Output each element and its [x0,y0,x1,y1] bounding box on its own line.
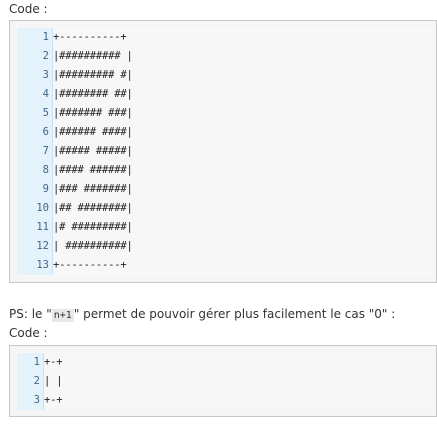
line-number: 6 [42,126,49,138]
line-number-gutter: 1 2 3 [17,353,44,410]
line-number: 11 [36,221,49,233]
line-number: 2 [33,375,40,387]
line-number: 3 [42,69,49,81]
line-number: 4 [42,88,49,100]
code-area-1[interactable] [16,27,436,276]
code-line: |### #######| [53,183,133,195]
code-line: +----------+ [53,31,127,43]
code-line: |######## ##| [53,88,133,100]
code-line: |## ########| [53,202,133,214]
ps-suffix: " permet de pouvoir gérer plus facilemen… [73,307,396,321]
ps-note: PS: le "n+1" permet de pouvoir gérer plu… [9,307,395,323]
code-line: | ##########| [53,240,133,252]
code-line: |########## | [53,50,133,62]
inline-code: n+1 [51,309,74,322]
code-line: | | [44,375,63,387]
line-number: 7 [42,145,49,157]
code-line: +-+ [44,356,63,368]
line-number: 13 [36,259,49,271]
line-number: 1 [33,356,40,368]
code-line: +----------+ [53,259,127,271]
code-line: +-+ [44,394,63,406]
line-number: 10 [36,202,49,214]
code-line: |#### ######| [53,164,133,176]
code-line: |######### #| [53,69,133,81]
code-area-2[interactable] [16,352,436,410]
code-line: |####### ###| [53,107,133,119]
line-number: 12 [36,240,49,252]
code-line: |###### ####| [53,126,133,138]
ps-prefix: PS: le " [9,307,52,321]
code-lines: +-+ | | +-+ [44,353,63,410]
line-number: 5 [42,107,49,119]
code-label-1: Code : [9,2,48,16]
line-number: 3 [33,394,40,406]
line-number: 9 [42,183,49,195]
code-block-2: 1 2 3 +-+ | | +-+ [9,345,437,417]
line-number: 1 [42,31,49,43]
code-line: |# #########| [53,221,133,233]
line-number: 2 [42,50,49,62]
code-label-2: Code : [9,326,48,340]
line-number: 8 [42,164,49,176]
code-line: |##### #####| [53,145,133,157]
code-lines: +----------+ |########## | |######### #| |#… [53,28,133,275]
